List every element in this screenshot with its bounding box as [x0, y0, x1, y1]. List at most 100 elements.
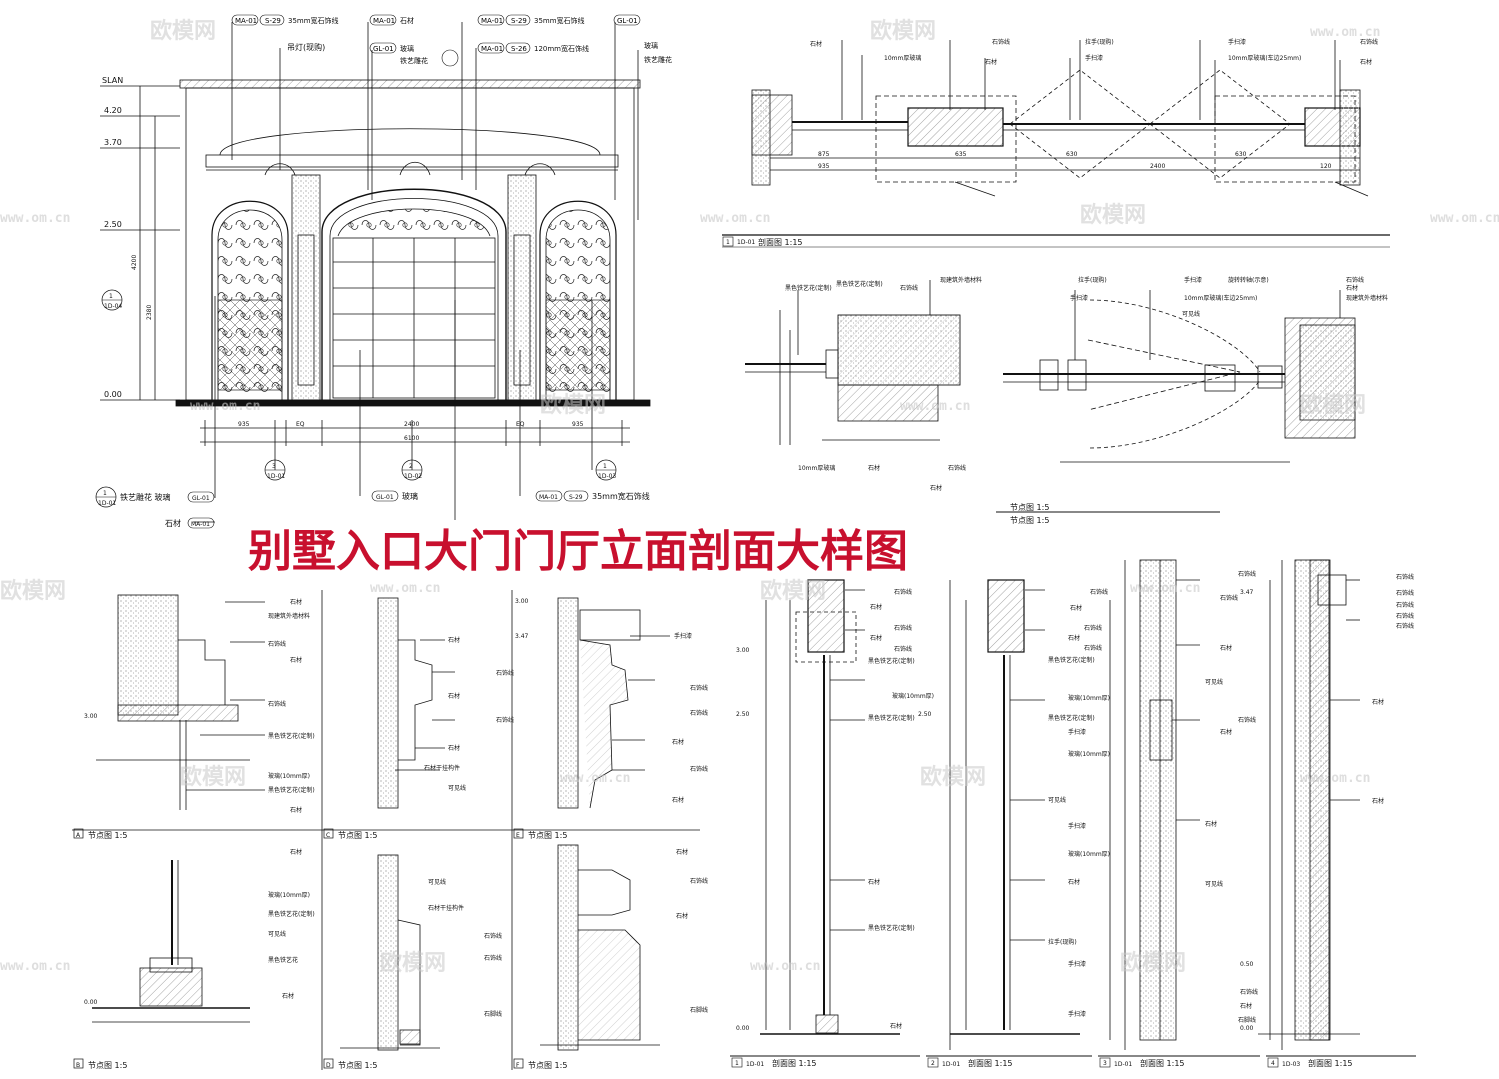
- svg-text:节点图 1:5: 节点图 1:5: [528, 1061, 567, 1070]
- watermark-url: www.om.cn: [560, 771, 630, 786]
- svg-text:石饰线: 石饰线: [1396, 589, 1414, 597]
- svg-text:石材: 石材: [1360, 58, 1372, 66]
- svg-text:现建筑外墙材料: 现建筑外墙材料: [268, 612, 310, 620]
- svg-text:1D-02: 1D-02: [404, 473, 422, 480]
- svg-text:节点图 1:5: 节点图 1:5: [338, 1061, 377, 1070]
- svg-text:935: 935: [818, 163, 830, 170]
- svg-text:石材: 石材: [930, 484, 942, 492]
- svg-text:剖面图 1:15: 剖面图 1:15: [758, 237, 803, 247]
- svg-text:石材: 石材: [1372, 698, 1384, 706]
- svg-text:1D-01: 1D-01: [1114, 1061, 1132, 1068]
- section-3-title: 3 1D-01 剖面图 1:15: [1098, 1055, 1260, 1068]
- svg-text:石饰线: 石饰线: [268, 700, 286, 708]
- svg-text:拉手(现购): 拉手(现购): [1048, 938, 1077, 946]
- svg-text:手扫漆: 手扫漆: [1068, 1010, 1086, 1018]
- svg-text:2.50: 2.50: [736, 711, 750, 718]
- svg-text:石饰线: 石饰线: [496, 669, 514, 677]
- svg-text:石材: 石材: [672, 738, 684, 746]
- svg-text:35mm宽石饰线: 35mm宽石饰线: [592, 491, 650, 501]
- watermark-url: www.om.cn: [1130, 581, 1200, 596]
- callout-top-2: MA-01 石材: [369, 14, 414, 26]
- callout-top-5: MA-01 S-26 120mm宽石饰线: [477, 42, 589, 54]
- svg-text:黑色铁艺花(定制): 黑色铁艺花(定制): [868, 657, 915, 665]
- svg-text:3.47: 3.47: [1240, 589, 1254, 596]
- dim-eq-left: EQ: [296, 421, 305, 428]
- svg-text:1: 1: [735, 1060, 739, 1067]
- watermark-url: www.om.cn: [750, 959, 820, 974]
- section-mark-3: 3 1D-01: [264, 459, 285, 481]
- svg-text:MA-01: MA-01: [481, 17, 503, 25]
- level-370: 3.70: [104, 138, 122, 147]
- svg-text:石脚线: 石脚线: [484, 1010, 502, 1018]
- svg-text:石饰线: 石饰线: [1090, 588, 1108, 596]
- svg-text:石饰线: 石饰线: [690, 684, 708, 692]
- svg-text:玻璃(10mm厚): 玻璃(10mm厚): [892, 692, 934, 700]
- watermark-url: www.om.cn: [1300, 771, 1370, 786]
- svg-text:石饰线: 石饰线: [1084, 624, 1102, 632]
- node-plan-b-title: 节点图 1:5: [1010, 503, 1049, 512]
- svg-text:S-26: S-26: [511, 45, 527, 53]
- svg-text:3.00: 3.00: [515, 598, 529, 605]
- svg-text:GL-01: GL-01: [192, 495, 210, 502]
- watermark-logo: 欧模网: [0, 578, 66, 604]
- svg-text:玻璃(10mm厚): 玻璃(10mm厚): [1068, 750, 1110, 758]
- svg-text:剖面图 1:15: 剖面图 1:15: [1308, 1058, 1353, 1068]
- detail-a-title: A 节点图 1:5: [73, 828, 127, 840]
- details-labels: 石材 现建筑外墙材料 石饰线 石材 石饰线 黑色铁艺花(定制) 玻璃(10mm厚…: [73, 598, 708, 1070]
- svg-text:10mm厚玻璃: 10mm厚玻璃: [884, 54, 921, 62]
- callout-bottom-3: GL-01 玻璃: [371, 490, 418, 502]
- watermark-logo: 欧模网: [1120, 950, 1186, 976]
- details-drawing: [72, 590, 700, 1070]
- svg-text:拉手(现购): 拉手(现购): [1078, 276, 1107, 284]
- level-420: 4.20: [104, 106, 122, 115]
- svg-text:石材: 石材: [1205, 820, 1217, 828]
- svg-text:635: 635: [955, 151, 967, 158]
- level-slan: SLAN: [102, 76, 123, 85]
- svg-text:剖面图 1:15: 剖面图 1:15: [968, 1058, 1013, 1068]
- node-plan-a-drawing: [745, 280, 961, 445]
- dim-935-right: 935: [572, 421, 584, 428]
- watermark-url: www.om.cn: [1430, 211, 1499, 226]
- svg-text:节点图 1:5: 节点图 1:5: [338, 831, 377, 840]
- svg-text:875: 875: [818, 151, 830, 158]
- plan-section-drawing: [751, 40, 1369, 197]
- svg-text:可见线: 可见线: [1182, 310, 1200, 318]
- svg-text:GL-01: GL-01: [376, 494, 394, 501]
- svg-text:玻璃(10mm厚): 玻璃(10mm厚): [1068, 850, 1110, 858]
- svg-text:3.00: 3.00: [84, 713, 98, 720]
- node-plan-b-labels: 拉手(现购) 手扫漆 手扫漆 10mm厚玻璃(车边25mm) 现建筑外墙材料 可…: [996, 276, 1388, 513]
- section-1-title: 1 1D-01 剖面图 1:15: [730, 1055, 920, 1068]
- callout-top-light: 吊灯(现购): [287, 42, 325, 52]
- svg-text:可见线: 可见线: [1205, 678, 1223, 686]
- callout-top-3: GL-01 玻璃 铁艺雕花: [369, 42, 459, 67]
- svg-text:石饰线: 石饰线: [484, 954, 502, 962]
- svg-text:石材: 石材: [448, 636, 460, 644]
- svg-text:黑色铁艺花(定制): 黑色铁艺花(定制): [868, 924, 915, 932]
- svg-text:0.50: 0.50: [1240, 961, 1254, 968]
- watermark-url: www.om.cn: [1310, 25, 1380, 40]
- svg-text:现建筑外墙材料: 现建筑外墙材料: [940, 276, 982, 284]
- node-plan-a-title: 节点图 1:5: [1010, 516, 1049, 525]
- svg-text:MA-01: MA-01: [235, 17, 257, 25]
- watermark-logo: 欧模网: [920, 764, 986, 790]
- callout-bottom-2: 石材 MA-01: [165, 517, 215, 529]
- svg-text:黑色铁艺花(定制): 黑色铁艺花(定制): [868, 714, 915, 722]
- node-plan-a-labels: 黑色铁艺花(定制) 黑色铁艺花(定制) 石饰线 现建筑外墙材料 10mm厚玻璃 …: [785, 276, 1049, 525]
- svg-text:630: 630: [1235, 151, 1247, 158]
- watermark-logo: 欧模网: [1080, 202, 1146, 228]
- svg-text:铁艺雕花 玻璃: 铁艺雕花 玻璃: [120, 492, 171, 502]
- svg-text:石饰线: 石饰线: [1396, 622, 1414, 630]
- svg-text:手扫漆: 手扫漆: [1228, 38, 1246, 46]
- svg-text:黑色铁艺花(定制): 黑色铁艺花(定制): [268, 910, 315, 918]
- svg-text:3.47: 3.47: [515, 633, 529, 640]
- svg-text:石饰线: 石饰线: [1084, 644, 1102, 652]
- svg-text:玻璃(10mm厚): 玻璃(10mm厚): [268, 772, 310, 780]
- watermark-url: www.om.cn: [370, 581, 440, 596]
- svg-text:4: 4: [1271, 1060, 1275, 1067]
- elevation-labels: SLAN 4.20 3.70 2.50 0.00 4200 2380 935 2…: [95, 14, 672, 529]
- svg-text:石材: 石材: [810, 40, 822, 48]
- svg-text:手扫漆: 手扫漆: [1068, 960, 1086, 968]
- svg-text:旋转转轴(示意): 旋转转轴(示意): [1228, 276, 1269, 284]
- dim-2380: 2380: [146, 305, 153, 320]
- svg-text:石材: 石材: [676, 912, 688, 920]
